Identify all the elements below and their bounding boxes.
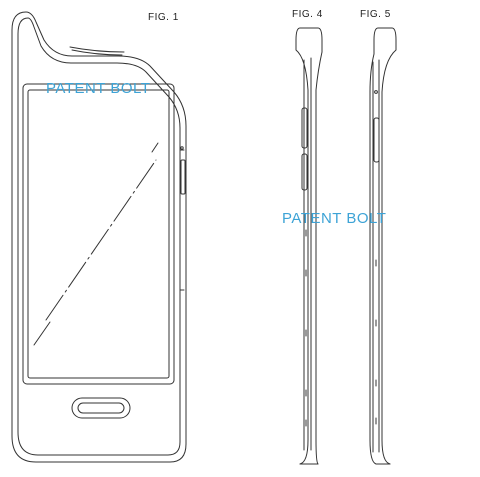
fig1-screen-inner <box>27 89 170 379</box>
fig5-sensor-dot <box>374 90 378 94</box>
fig1-home-button <box>71 397 131 419</box>
fig1-phone-front-drawing <box>11 11 187 463</box>
fig5-label: FIG. 5 <box>360 9 391 20</box>
fig4-outer-profile <box>295 27 323 465</box>
fig4-phone-side-drawing <box>295 27 323 465</box>
fig4-button-upper <box>301 107 308 149</box>
fig1-outer-body <box>11 11 187 463</box>
fig1-inner-body <box>17 17 181 456</box>
watermark-text-left: PATENT BOLT <box>46 80 151 97</box>
fig5-phone-side-drawing <box>369 27 397 465</box>
fig5-outer-profile <box>369 27 397 465</box>
fig5-side-key <box>373 117 380 163</box>
watermark-text-right: PATENT BOLT <box>282 210 387 227</box>
fig1-screen-outer <box>22 83 175 385</box>
fig4-label: FIG. 4 <box>292 9 323 20</box>
fig1-side-button <box>180 159 186 195</box>
fig1-label: FIG. 1 <box>148 12 179 23</box>
fig1-earpiece <box>69 46 125 53</box>
fig1-reflection-line <box>45 159 157 321</box>
fig4-button-lower <box>301 153 308 191</box>
